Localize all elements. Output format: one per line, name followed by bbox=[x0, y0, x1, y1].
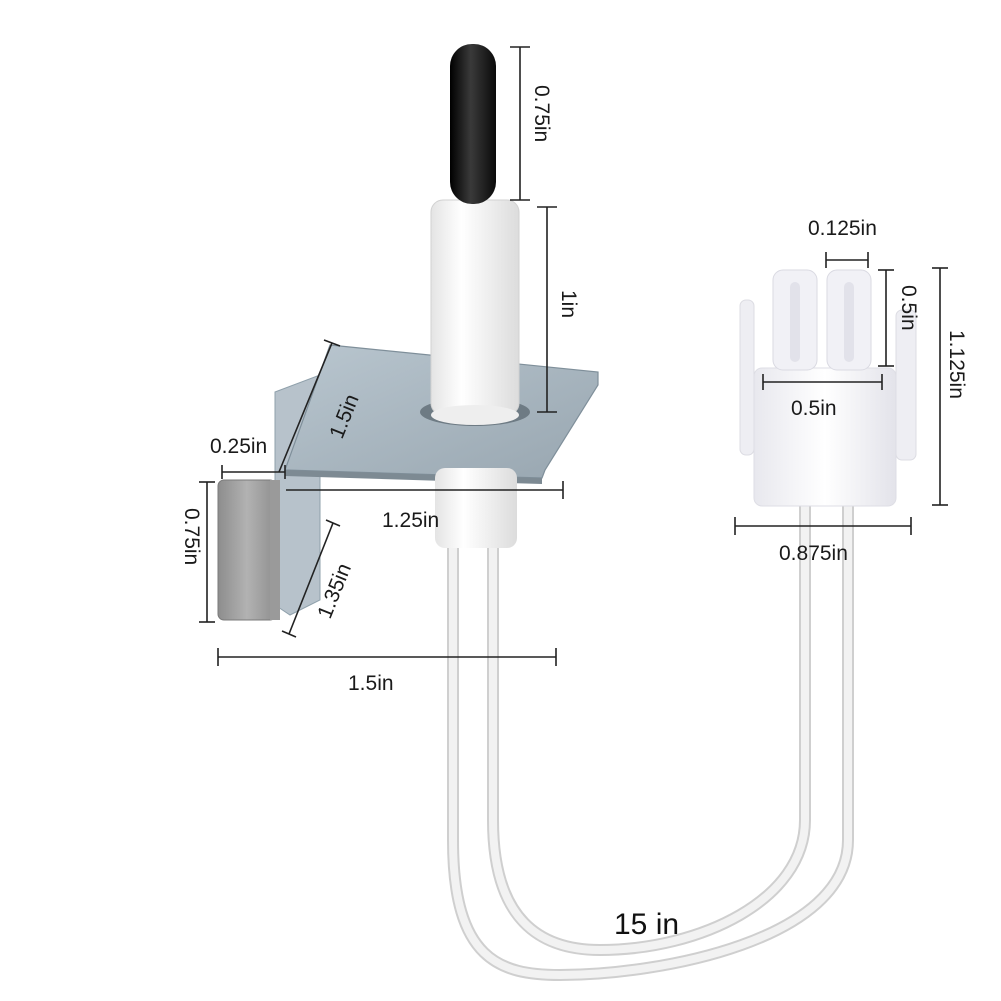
tab-width-label: 0.25in bbox=[210, 435, 267, 458]
tab-height-label: 0.75in bbox=[180, 508, 203, 565]
ceramic-length-label: 1in bbox=[557, 290, 580, 318]
plate-width-label: 1.25in bbox=[382, 509, 439, 532]
connector-inner-label: 0.5in bbox=[791, 397, 837, 420]
mounting-bracket bbox=[217, 344, 599, 621]
dimension-lines bbox=[199, 46, 948, 666]
connector-height-label: 1.125in bbox=[945, 330, 968, 399]
rod-length-label: 0.75in bbox=[530, 85, 553, 142]
pin-height-label: 0.5in bbox=[897, 285, 920, 331]
connector-width-label: 0.875in bbox=[779, 542, 848, 565]
ceramic-base bbox=[435, 468, 517, 548]
overall-width-label: 1.5in bbox=[348, 672, 394, 695]
wire-length-label: 15 in bbox=[614, 908, 679, 941]
wire-connector bbox=[739, 269, 917, 507]
ceramic-insulator bbox=[420, 199, 530, 426]
igniter-rod bbox=[450, 44, 496, 204]
wire-loop bbox=[447, 489, 854, 982]
pin-spacing-label: 0.125in bbox=[808, 217, 877, 240]
